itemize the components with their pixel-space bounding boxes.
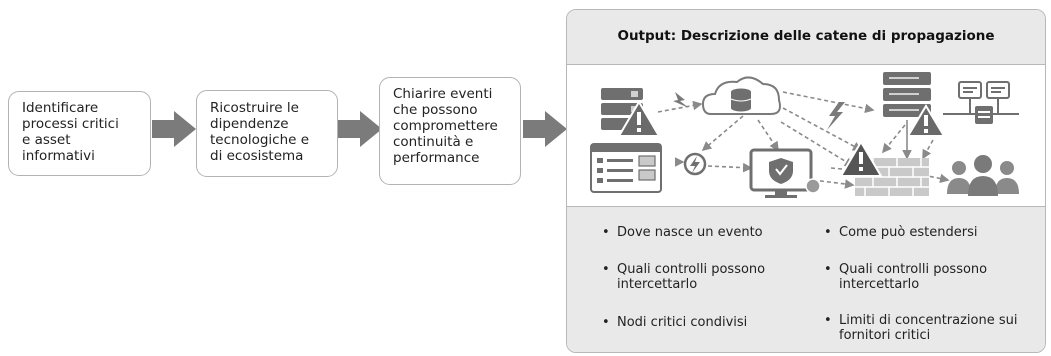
propagation-illustration: [590, 72, 1019, 198]
network-terminals-icon: [943, 81, 1019, 124]
output-bullets: Dove nasce un evento Quali controlli pos…: [567, 206, 1045, 352]
warning-icon: [617, 100, 661, 137]
warning-icon: [839, 140, 883, 177]
propagation-links: [657, 91, 950, 189]
cloud-database-icon: [701, 76, 781, 115]
bullet-item: Limiti di concentrazione sui fornitori c…: [823, 313, 1038, 343]
step-clarify-events: Chiarire eventi che possono comprometter…: [379, 77, 521, 185]
flow-arrow-1: [152, 111, 196, 147]
output-title: Output: Descrizione delle catene di prop…: [617, 28, 995, 44]
power-lightning-icon: [683, 152, 707, 176]
bullet-item: Nodi critici condivisi: [601, 315, 816, 330]
output-panel: Output: Descrizione delle catene di prop…: [566, 9, 1046, 353]
lightning-icon: [827, 102, 845, 130]
flow-arrow-3: [523, 111, 567, 147]
bullet-item: Dove nasce un evento: [601, 225, 816, 240]
lightning-icon: [673, 92, 689, 108]
server-rack-icon: [883, 72, 931, 117]
people-group-icon: [947, 155, 1019, 196]
bullet-item: Quali controlli possono intercettarlo: [823, 262, 1038, 292]
step-identify-processes: Identificare processi critici e asset in…: [8, 91, 151, 176]
output-header: Output: Descrizione delle catene di prop…: [567, 10, 1045, 65]
bullet-item: Quali controlli possono intercettarlo: [601, 262, 816, 292]
monitor-shield-icon: [749, 148, 821, 198]
step-rebuild-dependencies: Ricostruire le dipendenze tecnologiche e…: [196, 90, 338, 177]
warning-icon: [906, 104, 946, 137]
application-window-icon: [590, 143, 662, 193]
flow-arrow-2: [338, 111, 382, 147]
bullet-item: Come può estendersi: [823, 225, 1038, 240]
